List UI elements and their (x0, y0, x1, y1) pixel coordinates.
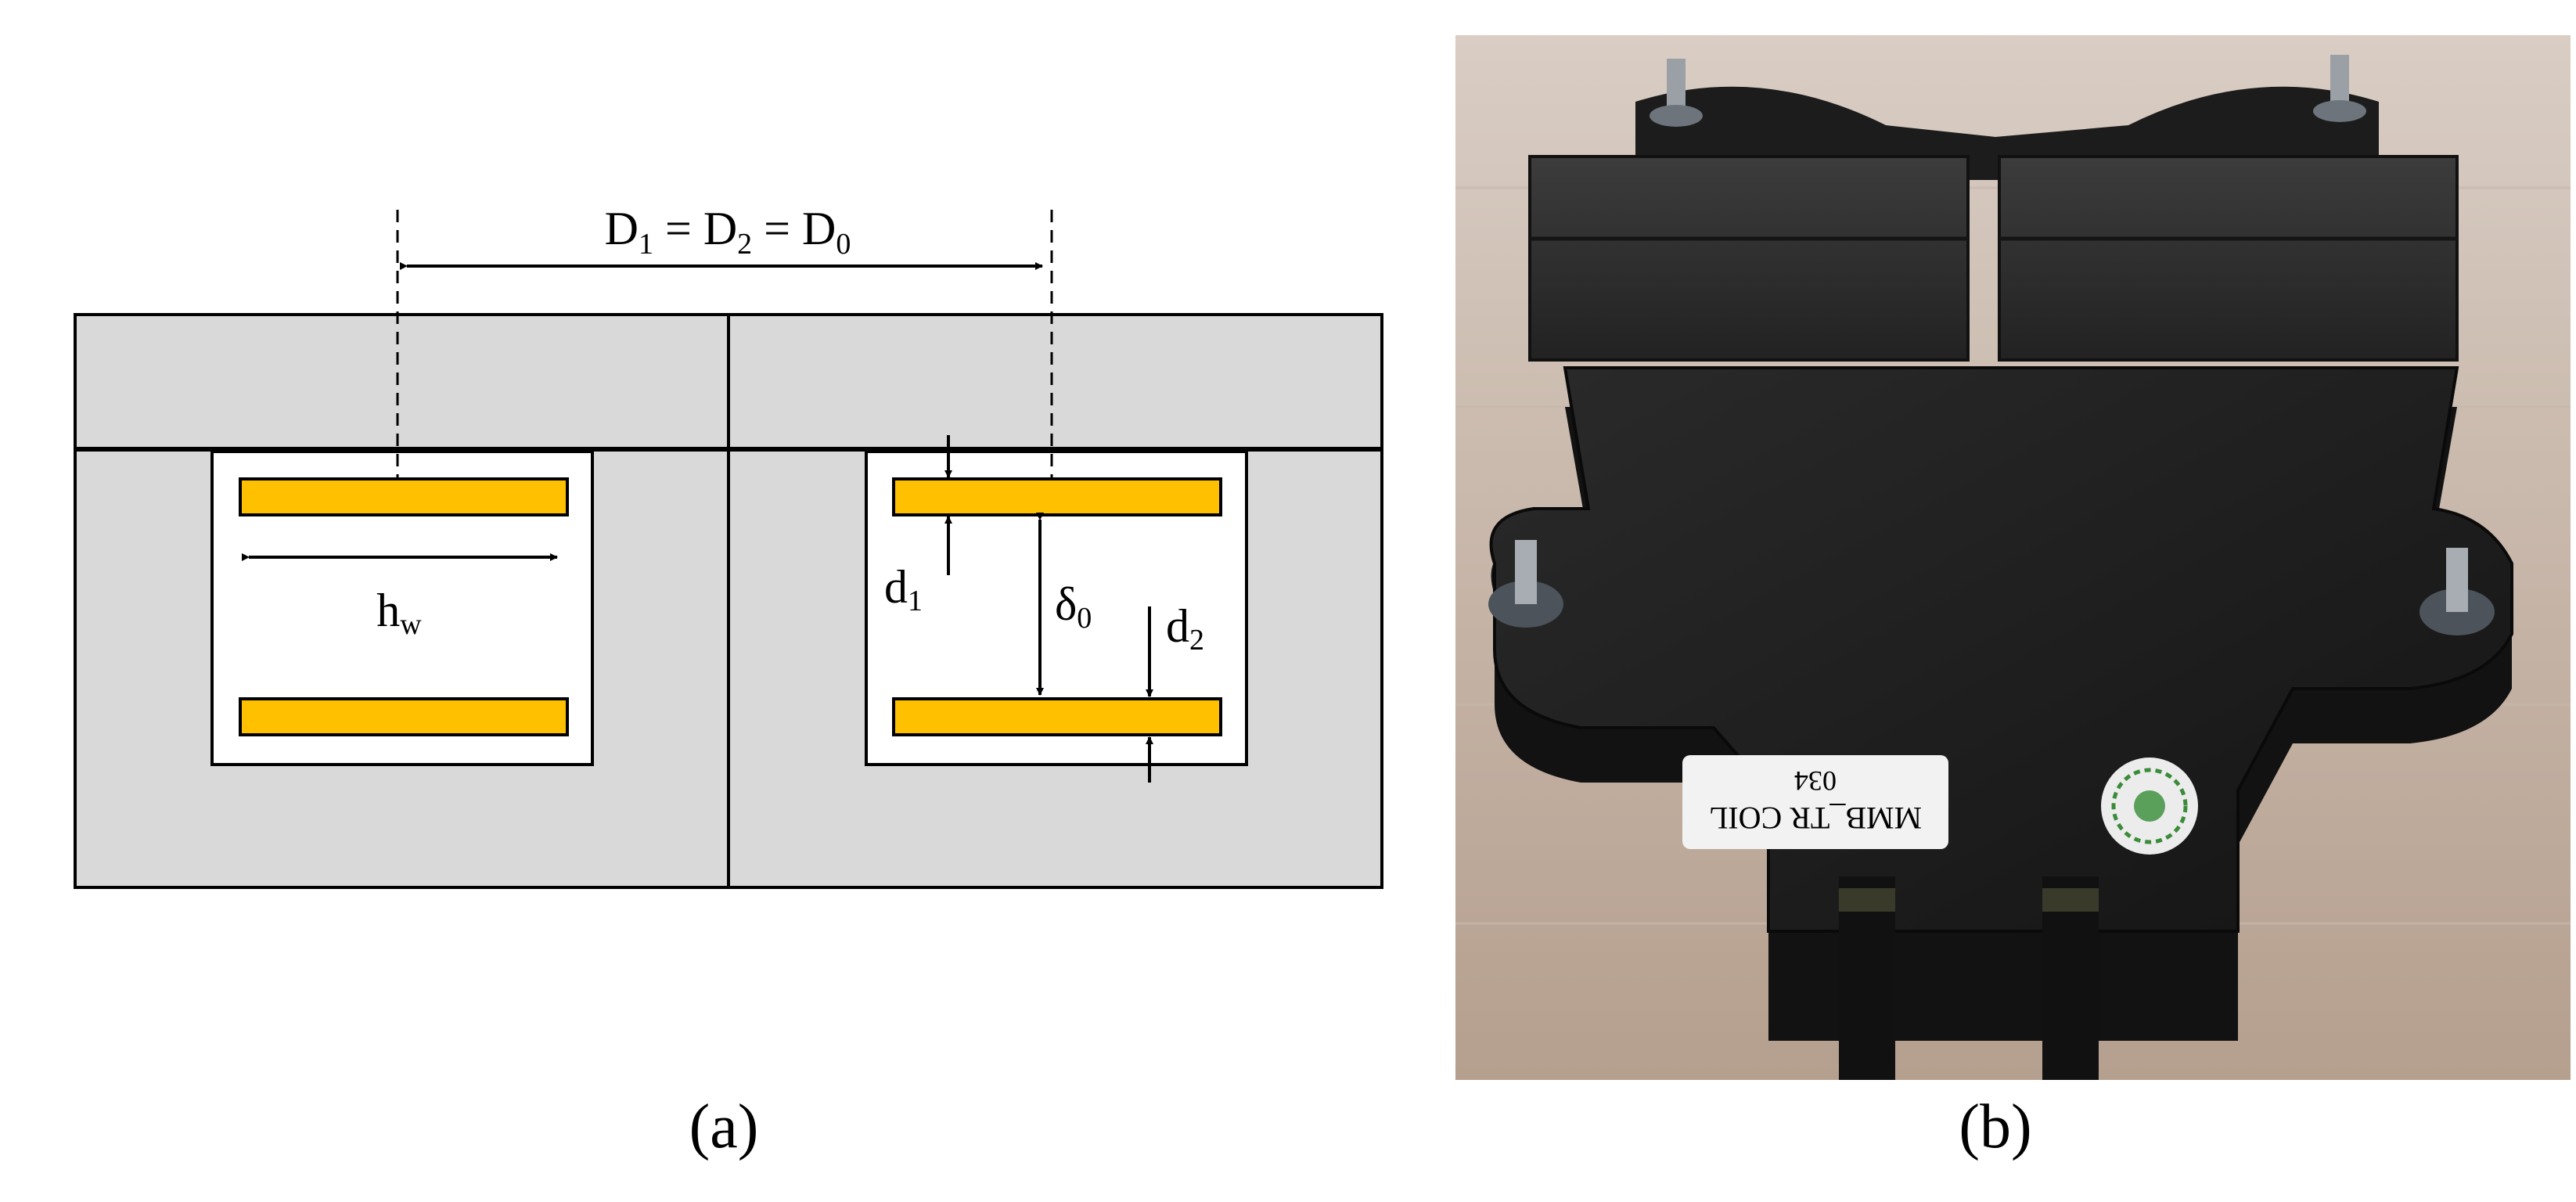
bolt-icon (2313, 55, 2366, 122)
ferrite-block-right (1998, 155, 2459, 362)
upper-core-left (74, 313, 730, 451)
label-D: D1 = D2 = D0 (605, 203, 851, 261)
coil-label-line2: 034 (1794, 765, 1837, 797)
winding-top-left (239, 477, 569, 516)
winding-top-right (892, 477, 1222, 516)
coil-plate-top (1489, 366, 2513, 933)
coil-label-sticker: MMB_TR COIL 034 (1682, 755, 1948, 849)
coil-label-line1: MMB_TR COIL (1709, 801, 1922, 836)
bolt-icon (1650, 59, 1703, 127)
photo-panel-b: MMB_TR COIL 034 (1448, 0, 2576, 1198)
winding-bottom-right (892, 697, 1222, 736)
seal-sticker-icon (2101, 758, 2198, 855)
label-hw: hw (376, 585, 422, 641)
caption-b: (b) (1959, 1092, 2032, 1161)
label-delta0: δ0 (1055, 578, 1092, 635)
ferrite-block-left (1528, 155, 1970, 362)
label-d1: d1 (884, 561, 923, 617)
label-d2: d2 (1166, 600, 1204, 657)
upper-core-right (727, 313, 1383, 451)
diagram-panel-a: D1 = D2 = D0 hw d1 δ0 d2 (74, 203, 1383, 889)
bolt-icon (1488, 540, 1563, 628)
bolt-icon (2419, 548, 2495, 635)
winding-bottom-left (239, 697, 569, 736)
caption-a: (a) (689, 1092, 759, 1161)
coil-photo: MMB_TR COIL 034 (1455, 35, 2571, 1080)
cross-section-diagram: D1 = D2 = D0 hw d1 δ0 d2 (74, 203, 1383, 889)
